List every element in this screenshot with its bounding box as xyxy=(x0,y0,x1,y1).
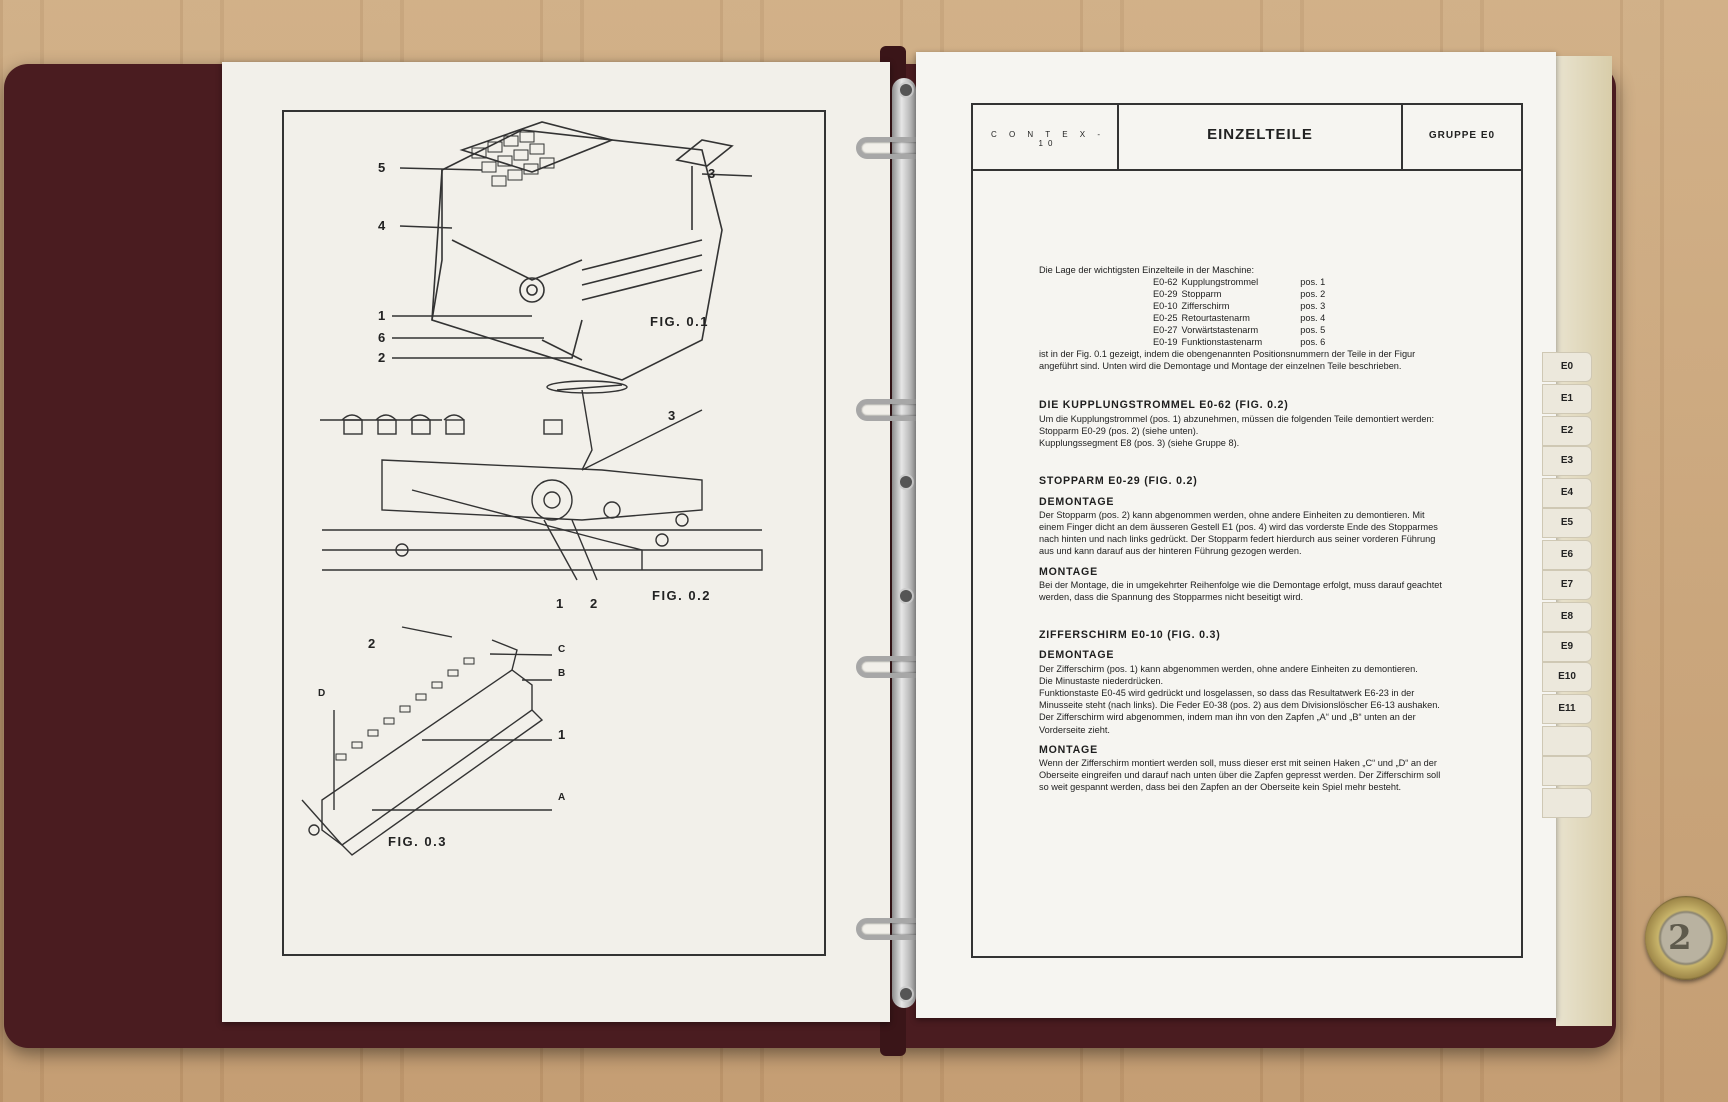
fig1-callout-6: 6 xyxy=(378,330,386,345)
fig1-callout-5: 5 xyxy=(378,160,386,175)
index-tab-e5[interactable]: E5 xyxy=(1542,508,1592,538)
part-name: Stopparm xyxy=(1181,289,1222,300)
section-line: Um die Kupplungstrommel (pos. 1) abzuneh… xyxy=(1039,413,1435,424)
index-tab-e10[interactable]: E10 xyxy=(1542,662,1592,692)
index-tab-e6[interactable]: E6 xyxy=(1542,540,1592,570)
fig2-callout-1: 1 xyxy=(556,596,564,611)
part-name: Funktionstastenarm xyxy=(1181,337,1263,348)
page-title: EINZELTEILE xyxy=(1207,126,1313,143)
part-pos: pos. 6 xyxy=(1300,337,1326,348)
montage-text: Bei der Montage, die in umgekehrter Reih… xyxy=(1039,579,1442,603)
demontage-text: Funktionstaste E0-45 wird gedrückt und l… xyxy=(1039,688,1440,735)
technical-illustrations xyxy=(301,121,763,856)
fig2-callout-3: 3 xyxy=(668,408,676,423)
subheading-montage: MONTAGE xyxy=(1039,565,1098,578)
part-code: E0-29 xyxy=(1153,289,1178,300)
fig3-callout-2: 2 xyxy=(368,636,376,651)
binder-ring-bar xyxy=(892,78,916,1008)
group-label: GRUPPE E0 xyxy=(1428,130,1496,141)
fig3-callout-c: C xyxy=(558,644,566,655)
subheading-montage: MONTAGE xyxy=(1039,743,1098,756)
binder-rivet xyxy=(898,986,914,1002)
demontage-text: Der Zifferschirm (pos. 1) kann abgenomme… xyxy=(1039,663,1418,674)
fig3-callout-1: 1 xyxy=(558,727,566,742)
part-pos: pos. 4 xyxy=(1300,313,1326,324)
demontage-text: Der Stopparm (pos. 2) kann abgenommen we… xyxy=(1039,509,1438,557)
part-name: Kupplungstrommel xyxy=(1181,277,1259,288)
part-name: Zifferschirm xyxy=(1181,301,1230,312)
section-heading-stopparm: STOPPARM E0-29 (FIG. 0.2) xyxy=(1039,475,1198,488)
part-pos: pos. 3 xyxy=(1300,301,1326,312)
subheading-demontage: DEMONTAGE xyxy=(1039,495,1115,508)
part-name: Retourtastenarm xyxy=(1181,313,1250,324)
right-page xyxy=(916,52,1556,1018)
subheading-demontage: DEMONTAGE xyxy=(1039,649,1115,662)
fig-0-2-label: FIG. 0.2 xyxy=(652,588,711,603)
binder-rivet xyxy=(898,588,914,604)
fig3-callout-d: D xyxy=(318,688,326,699)
part-code: E0-27 xyxy=(1153,325,1178,336)
fig1-callout-3: 3 xyxy=(708,166,716,181)
index-tab-e1[interactable]: E1 xyxy=(1542,384,1592,414)
section-line: Stopparm E0-29 (pos. 2) (siehe unten). xyxy=(1039,426,1199,437)
intro-text: Die Lage der wichtigsten Einzelteile in … xyxy=(1039,265,1255,275)
index-tab-e11[interactable]: E11 xyxy=(1542,694,1592,724)
header-divider xyxy=(1117,103,1119,171)
index-tab-e8[interactable]: E8 xyxy=(1542,602,1592,632)
fig-0-3-label: FIG. 0.3 xyxy=(388,834,447,849)
figure-frame xyxy=(282,110,826,956)
part-name: Vorwärtstastenarm xyxy=(1181,325,1259,336)
header-row xyxy=(971,103,1523,171)
index-tab-e4[interactable]: E4 xyxy=(1542,478,1592,508)
section-line: Kupplungssegment E8 (pos. 3) (siehe Grup… xyxy=(1039,438,1240,449)
part-pos: pos. 2 xyxy=(1300,289,1326,300)
index-tab-e7[interactable]: E7 xyxy=(1542,570,1592,600)
part-code: E0-19 xyxy=(1153,337,1178,348)
part-pos: pos. 5 xyxy=(1300,325,1326,336)
fig-0-1-label: FIG. 0.1 xyxy=(650,314,709,329)
index-tab-e0[interactable]: E0 xyxy=(1542,352,1592,382)
two-euro-coin xyxy=(1645,896,1727,980)
header-divider xyxy=(1401,103,1403,171)
index-tab-blank[interactable] xyxy=(1542,756,1592,786)
intro-after-text: ist in der Fig. 0.1 gezeigt, indem die o… xyxy=(1039,349,1416,372)
index-tab-e3[interactable]: E3 xyxy=(1542,446,1592,476)
part-code: E0-62 xyxy=(1153,277,1178,288)
fig3-callout-a: A xyxy=(558,792,566,803)
index-tab-blank[interactable] xyxy=(1542,726,1592,756)
section-heading-kupplungstrommel: DIE KUPPLUNGSTROMMEL E0-62 (FIG. 0.2) xyxy=(1039,398,1289,411)
coin-denomination: 2 xyxy=(1668,918,1692,958)
index-tab-e9[interactable]: E9 xyxy=(1542,632,1592,662)
binder-rivet xyxy=(898,82,914,98)
fig1-callout-1: 1 xyxy=(378,308,386,323)
fig3-callout-b: B xyxy=(558,668,566,679)
part-code: E0-25 xyxy=(1153,313,1178,324)
brand-contex: C O N T E X - 10 xyxy=(990,130,1106,148)
text-frame xyxy=(971,103,1523,958)
montage-text: Wenn der Zifferschirm montiert werden so… xyxy=(1039,758,1441,793)
page-body: Die Lage der wichtigsten Einzelteile in … xyxy=(1039,264,1451,794)
part-code: E0-10 xyxy=(1153,301,1178,312)
section-heading-zifferschirm: ZIFFERSCHIRM E0-10 (FIG. 0.3) xyxy=(1039,629,1221,642)
fig1-callout-2: 2 xyxy=(378,350,386,365)
fig2-callout-2: 2 xyxy=(590,596,598,611)
binder-rivet xyxy=(898,474,914,490)
index-tab-e2[interactable]: E2 xyxy=(1542,416,1592,446)
fig1-callout-4: 4 xyxy=(378,218,386,233)
index-tab-blank[interactable] xyxy=(1542,788,1592,818)
part-pos: pos. 1 xyxy=(1300,277,1326,288)
demontage-text: Die Minustaste niederdrücken. xyxy=(1039,675,1164,686)
